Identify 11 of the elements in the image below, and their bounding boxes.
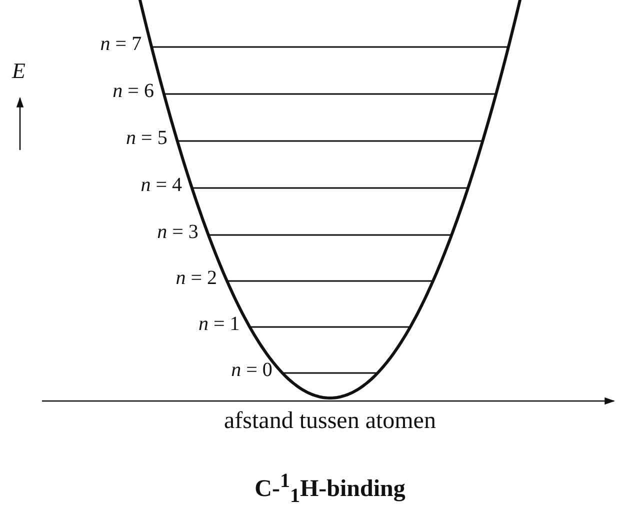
level-label: n = 0 [231, 359, 272, 382]
axis-label: E [12, 58, 26, 84]
level-label: n = 1 [198, 313, 240, 336]
level-label: n = 3 [157, 221, 198, 244]
level-label: n = 2 [176, 267, 217, 290]
caption: C-$^{1}$$_{1}$H-binding [254, 470, 406, 508]
level-label: n = 5 [126, 127, 168, 150]
level-label: n = 7 [100, 33, 142, 56]
level-label: n = 6 [112, 80, 154, 103]
level-label: n = 4 [140, 174, 182, 197]
axis-label: afstand tussen atomen [223, 408, 437, 435]
